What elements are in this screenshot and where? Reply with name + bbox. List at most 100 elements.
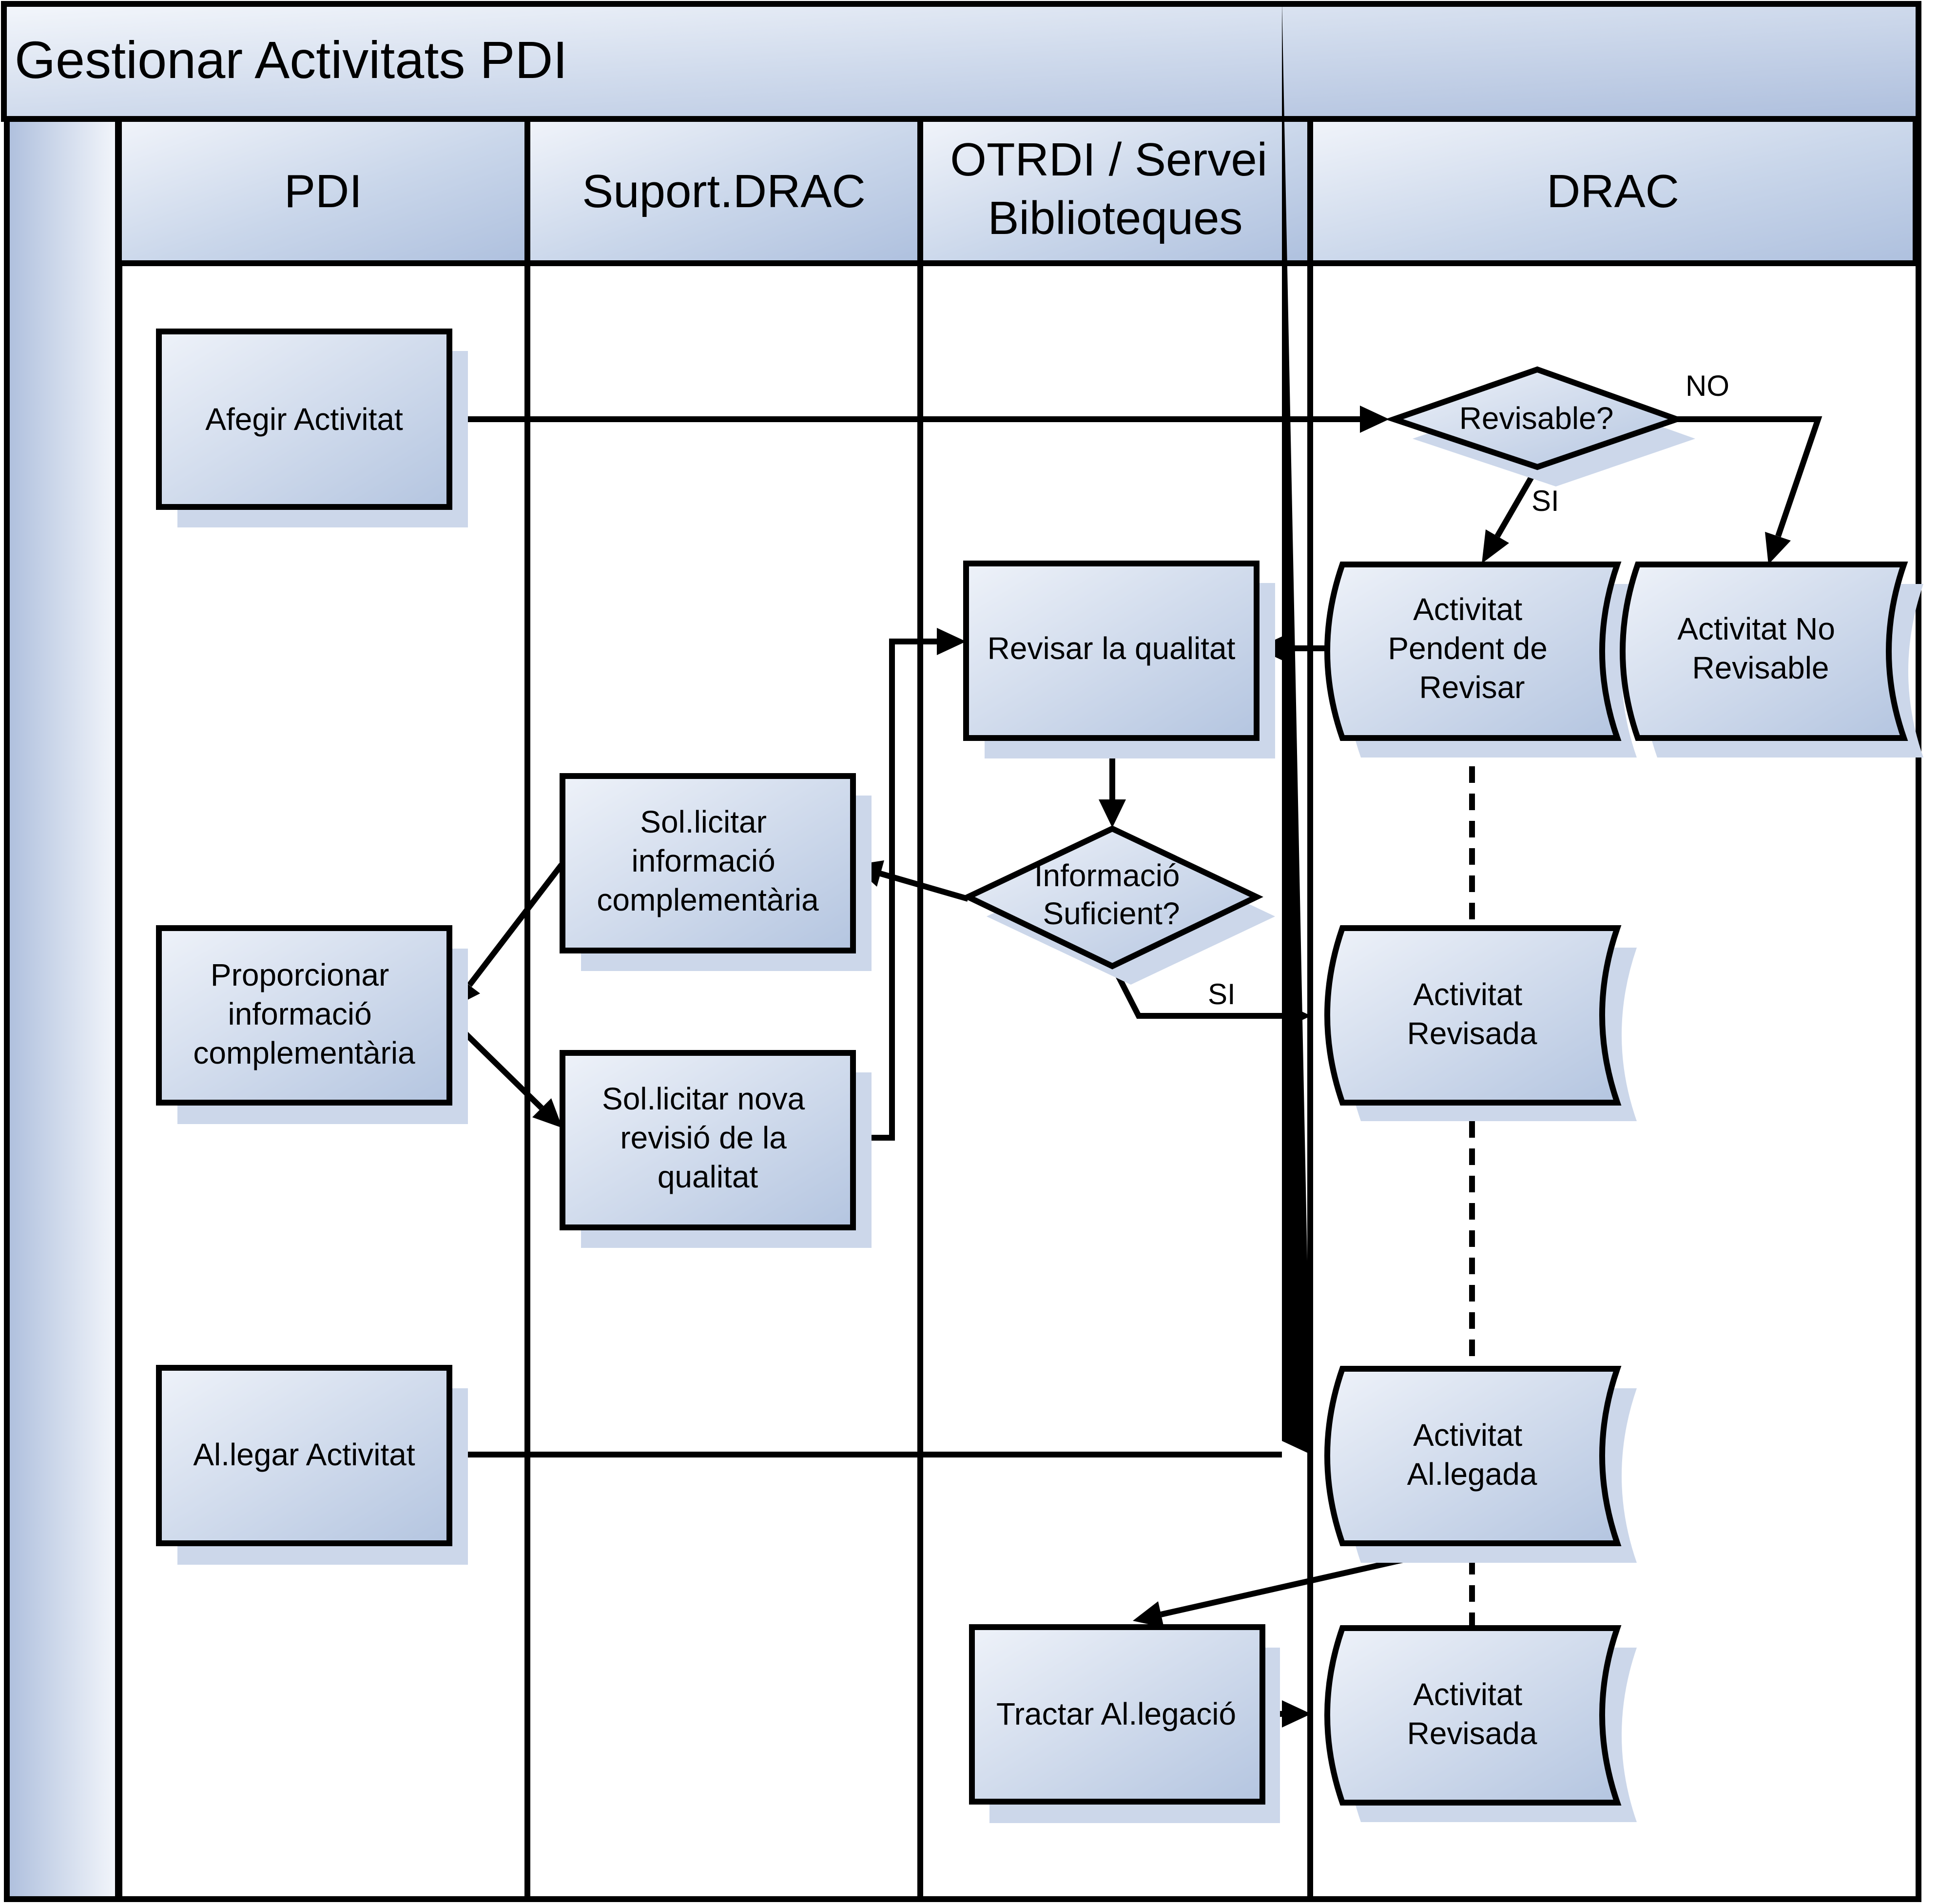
decision-revisable[interactable]: Revisable? xyxy=(1385,366,1695,486)
node-label-line: Sol.licitar nova xyxy=(602,1081,805,1116)
node-label-line: Revisar xyxy=(1419,670,1525,705)
edge-label-si: SI xyxy=(1208,978,1236,1010)
node-label-line: Afegir Activitat xyxy=(205,402,403,437)
edge-arrowhead xyxy=(1360,406,1389,433)
edge-arrowhead xyxy=(1133,1601,1164,1628)
node-data-shape xyxy=(1324,925,1622,1106)
node-box xyxy=(156,329,452,510)
edge-info-revisada1 xyxy=(1113,971,1282,1019)
node-data-shape xyxy=(1324,562,1622,741)
edge-sollicitar-revisio-revisar xyxy=(853,639,937,1141)
node-label-line: Activitat xyxy=(1413,1677,1522,1712)
node-label-line: Revisable? xyxy=(1459,401,1614,436)
edge-revisable-pendent xyxy=(1494,465,1540,538)
node-label: Sol.licitar nova revisió de la qualitat xyxy=(602,1081,814,1194)
node-data-shape xyxy=(1324,1625,1622,1806)
node-label-line: Tractar Al.legació xyxy=(996,1696,1236,1731)
process-revisar-qualitat[interactable]: Revisar la qualitat xyxy=(963,561,1275,758)
node-data-shape xyxy=(1324,1366,1622,1546)
node-box xyxy=(560,773,856,953)
lane-header-suport-drac xyxy=(524,116,923,266)
edge-arrowhead xyxy=(1099,799,1126,828)
node-label-line: revisió de la xyxy=(620,1120,787,1155)
node-diamond xyxy=(961,825,1263,970)
node-label-line: Activitat No xyxy=(1677,611,1835,646)
node-box xyxy=(969,1624,1265,1805)
node-label-line: Sol.licitar xyxy=(640,804,767,839)
lane-drac: DRAC xyxy=(1307,116,1919,266)
pool-side-bar xyxy=(4,116,121,1902)
node-label-line: Activitat xyxy=(1413,592,1522,627)
node-label: Sol.licitar informació complementària xyxy=(597,804,819,917)
process-sollicitar-informacio[interactable]: Sol.licitar informació complementària xyxy=(560,773,872,971)
edge-arrowhead xyxy=(532,1098,562,1128)
node-label: Activitat Revisada xyxy=(1407,977,1537,1051)
node-box xyxy=(560,1050,856,1230)
lane-pdi: PDI xyxy=(116,116,530,266)
node-label-line: Proporcionar xyxy=(211,957,389,992)
node-label-line: Suficient? xyxy=(1043,896,1180,931)
lane-title-line: PDI xyxy=(284,165,362,217)
node-label: Activitat Revisada xyxy=(1407,1677,1537,1751)
node-box xyxy=(156,1365,452,1546)
node-label-line: qualitat xyxy=(658,1159,758,1194)
decision-informacio-suficient[interactable]: Informació Suficient? xyxy=(961,825,1275,985)
pool-title-bar xyxy=(1,1,1921,122)
node-label: Activitat Pendent de Revisar xyxy=(1388,592,1556,705)
node-label: Proporcionar informació complementària xyxy=(193,957,415,1070)
edge-arrowhead xyxy=(1765,532,1791,564)
node-label-line: Revisada xyxy=(1407,1716,1537,1751)
edge-label-si: SI xyxy=(1531,485,1559,517)
node-label: Revisable? xyxy=(1459,401,1614,436)
process-afegir-activitat[interactable]: Afegir Activitat xyxy=(156,329,468,527)
lane-title-suport-drac: Suport.DRAC xyxy=(582,165,866,217)
node-label-line: Al.legar Activitat xyxy=(193,1437,415,1472)
edge-arrowhead xyxy=(1282,1,1311,1455)
node-label-line: Revisada xyxy=(1407,1016,1537,1051)
node-label-line: Informació xyxy=(1034,858,1180,893)
node-label: Activitat Al.legada xyxy=(1407,1418,1537,1492)
data-activitat-pendent[interactable]: Activitat Pendent de Revisar xyxy=(1324,562,1637,758)
process-sollicitar-nova-revisio[interactable]: Sol.licitar nova revisió de la qualitat xyxy=(560,1050,872,1248)
node-data-shape xyxy=(1620,562,1908,741)
edge-label-no: NO xyxy=(1686,369,1729,402)
node-label-line: Al.legada xyxy=(1407,1457,1537,1492)
lane-title-pdi: PDI xyxy=(284,165,362,217)
node-label-line: Activitat xyxy=(1413,977,1522,1012)
lane-title-line: Suport.DRAC xyxy=(582,165,866,217)
node-diamond xyxy=(1385,366,1686,470)
process-tractar-allegacio[interactable]: Tractar Al.legació xyxy=(969,1624,1280,1823)
diagram-title: Gestionar Activitats PDI xyxy=(15,30,567,89)
node-label: Tractar Al.legació xyxy=(996,1696,1236,1731)
node-label: Al.legar Activitat xyxy=(193,1437,415,1472)
data-activitat-revisada-2[interactable]: Activitat Revisada xyxy=(1324,1625,1637,1822)
node-label: Activitat No Revisable xyxy=(1677,611,1843,685)
edges xyxy=(448,1,1822,1728)
node-label: Informació Suficient? xyxy=(1034,858,1189,931)
lane-title-line: OTRDI / Servei xyxy=(950,134,1267,186)
node-label: Revisar la qualitat xyxy=(988,631,1236,666)
node-box xyxy=(156,925,452,1106)
edge-labels: NO SI SI xyxy=(1208,369,1729,1010)
lane-suport-drac: Suport.DRAC xyxy=(524,116,923,266)
lane-title-line: Biblioteques xyxy=(988,192,1242,244)
lane-title-otrdi: OTRDI / Servei Biblioteques xyxy=(950,134,1280,244)
node-label-line: informació xyxy=(228,996,372,1031)
lanes: PDI Suport.DRAC OTRDI / Servei Biblioteq… xyxy=(116,116,1919,1899)
node-label-line: Pendent de xyxy=(1388,631,1547,666)
data-activitat-allegada[interactable]: Activitat Al.legada xyxy=(1324,1366,1637,1563)
node-label: Afegir Activitat xyxy=(205,402,403,437)
data-activitat-revisada-1[interactable]: Activitat Revisada xyxy=(1324,925,1637,1121)
node-label-line: Activitat xyxy=(1413,1418,1522,1453)
edge-arrowhead xyxy=(1482,529,1509,563)
process-proporcionar-informacio[interactable]: Proporcionar informació complementària xyxy=(156,925,468,1124)
edge-sollicitar-info-proporcionar xyxy=(467,863,564,987)
node-label-line: informació xyxy=(632,843,775,878)
lane-title-line: DRAC xyxy=(1547,165,1679,217)
edge-arrowhead xyxy=(1282,1700,1311,1728)
data-activitat-no-revisable[interactable]: Activitat No Revisable xyxy=(1620,562,1923,758)
process-allegar-activitat[interactable]: Al.legar Activitat xyxy=(156,1365,468,1565)
lane-otrdi: OTRDI / Servei Biblioteques xyxy=(917,116,1313,266)
edge-revisable-no-revisable xyxy=(1677,416,1822,537)
